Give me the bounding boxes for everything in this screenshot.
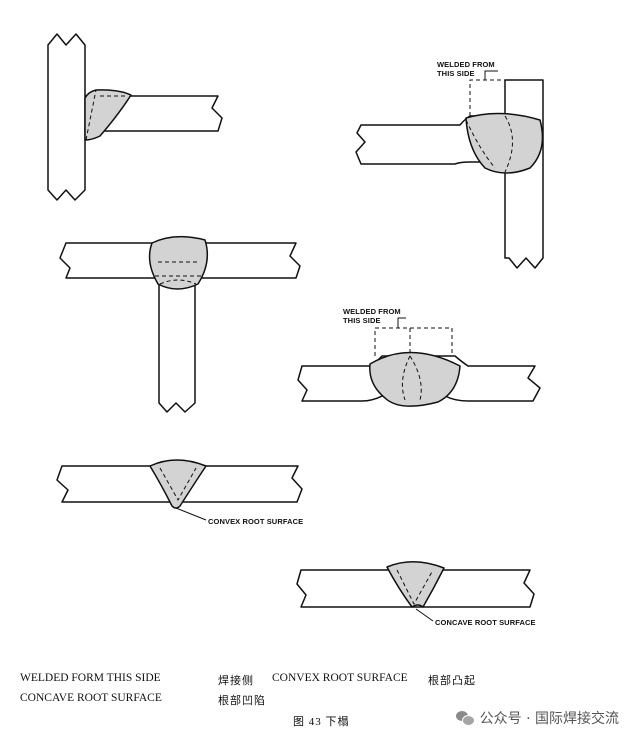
figure-caption: 图 43 下榻 <box>293 716 350 728</box>
concave-root-butt-figure <box>296 561 535 622</box>
watermark: 公众号 · 国际焊接交流 <box>455 708 619 728</box>
double-t-joint-figure <box>59 235 301 413</box>
weld-joint-diagram: WELDED FROM THIS SIDE WELDED FROM THIS S… <box>47 33 544 627</box>
legend-cn-concave: 根部凹陷 <box>218 695 266 707</box>
fillet-t-joint-figure <box>47 33 223 201</box>
legend-en-welded-from: WELDED FORM THIS SIDE <box>20 672 161 684</box>
wechat-icon <box>455 710 475 726</box>
welded-from-label-2b: THIS SIDE <box>343 316 381 325</box>
watermark-text: 公众号 · 国际焊接交流 <box>479 711 619 727</box>
legend-en-convex: CONVEX ROOT SURFACE <box>272 672 408 684</box>
double-butt-joint-figure <box>297 317 541 407</box>
welded-from-label-1a: WELDED FROM <box>437 60 495 69</box>
convex-root-butt-figure <box>56 459 303 521</box>
concave-root-label: CONCAVE ROOT SURFACE <box>435 618 536 627</box>
corner-joint-figure <box>355 70 544 269</box>
legend-en-concave: CONCAVE ROOT SURFACE <box>20 692 162 704</box>
welded-from-label-2a: WELDED FROM <box>343 307 401 316</box>
welded-from-label-1b: THIS SIDE <box>437 69 475 78</box>
legend-cn-welded-side: 焊接侧 <box>218 675 254 687</box>
legend-cn-convex: 根部凸起 <box>428 675 476 687</box>
convex-root-label: CONVEX ROOT SURFACE <box>208 517 303 526</box>
